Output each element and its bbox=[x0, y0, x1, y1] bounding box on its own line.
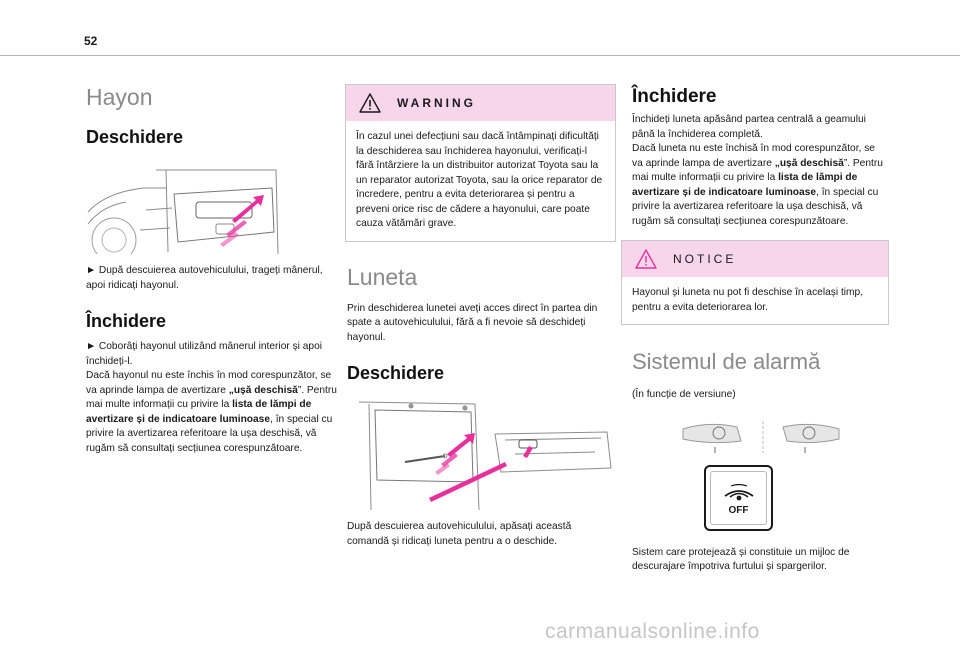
off-button-label: OFF bbox=[728, 504, 749, 516]
heading-luneta-closing: Închidere bbox=[632, 86, 717, 107]
header-divider bbox=[0, 55, 960, 56]
notice-text: Hayonul și luneta nu pot fi deschise în … bbox=[632, 287, 864, 313]
warning-box: WARNING În cazul unei defecțiuni sau dac… bbox=[345, 84, 616, 242]
luneta-closing-text-1: Dacă luneta nu este închisă în mod cores… bbox=[632, 143, 875, 169]
luneta-opening-instruction: După descuierea autovehiculului, apăsați… bbox=[347, 521, 572, 547]
luneta-warning-lamp-list-ref: lista de lămpi de avertizare și de indic… bbox=[632, 172, 858, 198]
luneta-closing-step: Închideți luneta apăsând partea centrală… bbox=[632, 114, 866, 140]
left-column: Hayon Deschidere ► După bbox=[86, 82, 342, 456]
tailgate-handle-illustration bbox=[86, 162, 282, 254]
rear-window-control-illustration bbox=[345, 398, 613, 510]
heading-luneta-opening: Deschidere bbox=[347, 363, 445, 383]
alarm-description: Sistem care protejează și constituie un … bbox=[632, 546, 850, 573]
middle-column: WARNING În cazul unei defecțiuni sau dac… bbox=[345, 84, 616, 549]
section-title-alarm: Sistemul de alarmă bbox=[632, 349, 821, 374]
luneta-closing-text: Închideți luneta apăsând partea centrală… bbox=[632, 113, 887, 229]
door-open-lamp: „ușă deschisă bbox=[228, 384, 298, 396]
warning-header: WARNING bbox=[346, 85, 615, 121]
heading-closing: Închidere bbox=[86, 311, 167, 331]
watermark: carmanualsonline.info bbox=[545, 620, 760, 643]
opening-instruction: ► După descuierea autovehiculului, trage… bbox=[86, 265, 323, 291]
luneta-intro: Prin deschiderea lunetei aveți acces dir… bbox=[347, 302, 598, 343]
notice-label: NOTICE bbox=[673, 252, 737, 266]
closing-step: ► Coborâți hayonul utilizând mânerul int… bbox=[86, 341, 323, 367]
section-title-hayon: Hayon bbox=[86, 84, 153, 110]
luneta-closing-text-3: , în special cu privire la avertizarea r… bbox=[632, 186, 879, 227]
luneta-closing-text-2: ”. Pentru mai multe informații cu privir… bbox=[632, 157, 883, 184]
alarm-version-note: (În funcție de versiune) bbox=[632, 389, 736, 400]
alarm-icon bbox=[724, 483, 754, 500]
warning-label: WARNING bbox=[397, 96, 476, 110]
section-title-luneta: Luneta bbox=[347, 263, 418, 290]
notice-header: NOTICE bbox=[622, 241, 888, 277]
alarm-off-button[interactable]: OFF bbox=[704, 464, 773, 531]
closing-instruction: ► Coborâți hayonul utilizând mânerul int… bbox=[86, 340, 342, 456]
closing-text-2: ”. Pentru mai multe informații cu privir… bbox=[86, 384, 337, 411]
luneta-door-open-lamp: „ușă deschisă bbox=[774, 157, 844, 169]
notice-box: NOTICE Hayonul și luneta nu pot fi desch… bbox=[621, 240, 889, 325]
closing-text-1: Dacă hayonul nu este închis în mod cores… bbox=[86, 370, 332, 396]
key-fob-illustration bbox=[679, 419, 847, 455]
right-column: Închidere Închideți luneta apăsând parte… bbox=[621, 86, 889, 575]
warning-lamp-list-ref: lista de lămpi de avertizare și de indic… bbox=[86, 399, 312, 425]
notice-triangle-icon bbox=[635, 249, 657, 269]
closing-text-3: , în special cu privire la avertizarea r… bbox=[86, 413, 333, 454]
warning-text: În cazul unei defecțiuni sau dacă întâmp… bbox=[356, 131, 603, 229]
warning-triangle-icon bbox=[359, 93, 381, 113]
page-number: 52 bbox=[84, 34, 98, 48]
heading-opening: Deschidere bbox=[86, 127, 184, 147]
